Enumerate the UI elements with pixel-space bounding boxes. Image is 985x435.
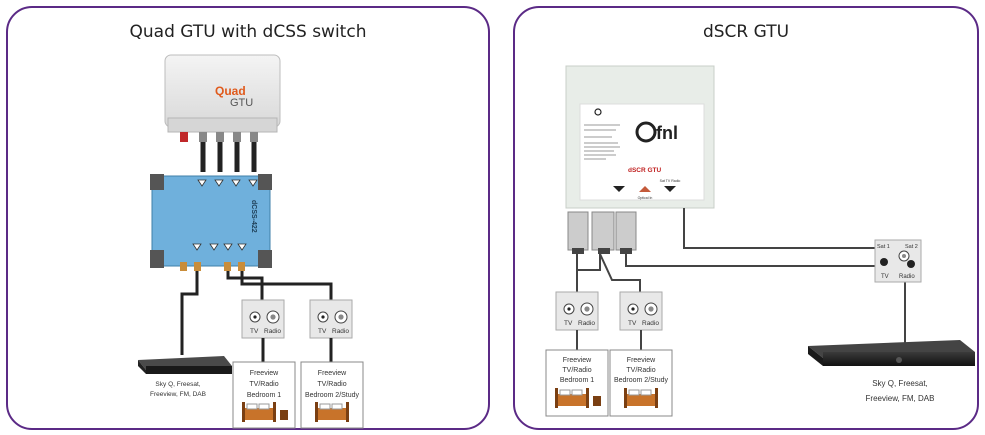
left-room-2-line3: Bedroom 2/Study [305, 392, 360, 399]
left-room-2-line2: TV/Radio [317, 381, 346, 388]
right-panel-title: dSCR GTU [702, 22, 790, 42]
right-room-1-line2: TV/Radio [562, 367, 591, 374]
dscr-gtu: fnl dSCR GTU Optical In Sat TV Radio [565, 65, 715, 209]
right-outlet-1-radio: Radio [578, 320, 595, 327]
right-room-1-line1: Freeview [563, 357, 592, 364]
sat-outlet-radio: Radio [899, 274, 915, 280]
right-outlet-2-radio: Radio [642, 320, 659, 327]
right-room-2-line3: Bedroom 2/Study [614, 377, 669, 384]
quad-to-switch-cables [200, 142, 257, 172]
right-room-2: Freeview TV/Radio Bedroom 2/Study [609, 349, 673, 417]
right-outlet-1: TV Radio [555, 291, 599, 331]
nightstand-icon [593, 396, 601, 406]
dscr-gtu-port-sattv: Sat TV Radio [660, 179, 681, 183]
left-panel-title: Quad GTU with dCSS switch [129, 22, 367, 42]
dscr-cables [576, 208, 906, 345]
right-outlet-2: TV Radio [619, 291, 663, 331]
quad-gtu: Quad GTU [164, 54, 281, 142]
right-sky-box-line1: Sky Q, Freesat, [872, 379, 928, 388]
left-room-2: Freeview TV/Radio Bedroom 2/Study [300, 361, 364, 429]
right-room-1: Freeview TV/Radio Bedroom 1 [545, 349, 609, 417]
left-outlet-1-tv: TV [250, 328, 259, 335]
bed-icon [624, 388, 658, 408]
right-sky-box: Sky Q, Freesat, Freeview, FM, DAB [808, 340, 975, 403]
left-room-1: Freeview TV/Radio Bedroom 1 [232, 361, 296, 429]
right-room-2-line1: Freeview [627, 357, 656, 364]
left-room-1-line2: TV/Radio [249, 381, 278, 388]
quad-gtu-brand-top: Quad [215, 84, 246, 98]
switch-output-cables [180, 271, 333, 355]
sat-outlet-sat1: Sat 1 [877, 244, 890, 250]
dcss-switch: dCSS-422 [150, 174, 272, 271]
right-room-2-line2: TV/Radio [626, 367, 655, 374]
dscr-gtu-logo: fnl [656, 123, 678, 143]
sat-outlet-sat2: Sat 2 [905, 244, 918, 250]
left-room-2-line1: Freeview [318, 370, 347, 377]
quad-gtu-brand-bottom: GTU [230, 97, 253, 109]
left-outlet-2: TV Radio [309, 299, 353, 339]
left-outlet-2-tv: TV [318, 328, 327, 335]
left-outlet-2-radio: Radio [332, 328, 349, 335]
dscr-gtu-connectors [567, 211, 637, 254]
right-outlet-1-tv: TV [564, 320, 573, 327]
right-sky-box-line2: Freeview, FM, DAB [866, 394, 935, 403]
left-room-1-line1: Freeview [250, 370, 279, 377]
left-room-1-line3: Bedroom 1 [247, 392, 281, 399]
nightstand-icon [280, 410, 288, 420]
right-room-1-line3: Bedroom 1 [560, 377, 594, 384]
sat-outlet: Sat 1 Sat 2 TV Radio [874, 239, 922, 283]
bed-icon [555, 388, 589, 408]
left-sky-box: Sky Q, Freesat, Freeview, FM, DAB [138, 356, 232, 398]
right-outlet-2-tv: TV [628, 320, 637, 327]
dscr-gtu-label: dSCR GTU [628, 167, 662, 174]
left-sky-box-line2: Freeview, FM, DAB [150, 391, 206, 398]
bed-icon [242, 402, 276, 422]
dscr-gtu-port-optical: Optical In [638, 196, 653, 200]
dcss-switch-model: dCSS-422 [250, 200, 257, 233]
bed-icon [315, 402, 349, 422]
left-sky-box-line1: Sky Q, Freesat, [155, 381, 200, 388]
sat-outlet-tv: TV [881, 274, 889, 280]
left-outlet-1-radio: Radio [264, 328, 281, 335]
left-outlet-1: TV Radio [241, 299, 285, 339]
